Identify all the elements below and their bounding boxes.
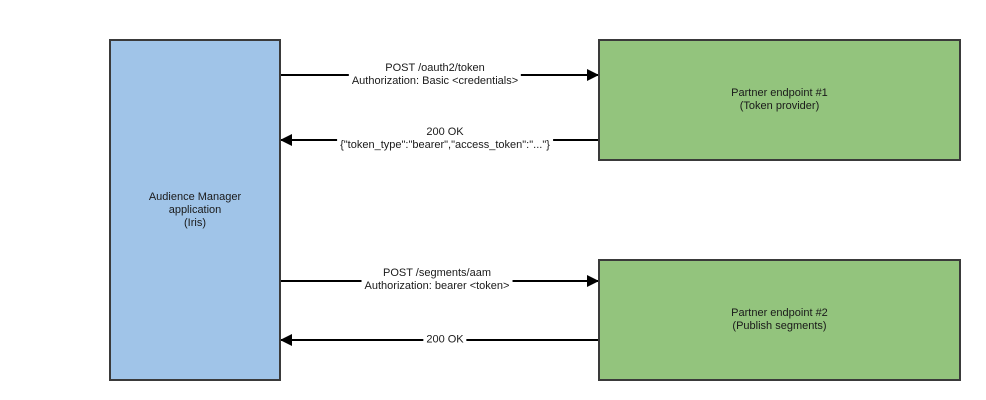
partner-endpoint-1-box: Partner endpoint #1 (Token provider) — [598, 39, 961, 161]
audience-manager-codename: (Iris) — [184, 216, 206, 229]
partner-endpoint-2-title: Partner endpoint #2 — [731, 307, 828, 319]
segments-response-label: 200 OK — [423, 333, 467, 347]
partner-endpoint-1-title: Partner endpoint #1 — [731, 87, 828, 99]
segments-request-auth: Authorization: bearer <token> — [364, 280, 510, 292]
token-response-label: 200 OK {"token_type":"bearer","access_to… — [337, 126, 553, 152]
audience-manager-title: Audience Manager — [148, 190, 242, 203]
token-response-status: 200 OK — [426, 126, 464, 138]
partner-endpoint-2-box: Partner endpoint #2 (Publish segments) — [598, 259, 961, 381]
token-response-body: {"token_type":"bearer","access_token":".… — [340, 139, 550, 151]
segments-response-status: 200 OK — [426, 333, 464, 346]
partner-endpoint-1-role: (Token provider) — [739, 100, 820, 112]
token-request-auth: Authorization: Basic <credentials> — [351, 75, 519, 87]
audience-manager-subtitle: application — [168, 203, 222, 216]
segments-request-method: POST /segments/aam — [382, 267, 491, 279]
token-request-method: POST /oauth2/token — [385, 62, 485, 74]
token-request-label: POST /oauth2/token Authorization: Basic … — [348, 62, 522, 88]
partner-endpoint-2-role: (Publish segments) — [732, 320, 827, 332]
audience-manager-box: Audience Manager application (Iris) — [109, 39, 281, 381]
segments-request-label: POST /segments/aam Authorization: bearer… — [361, 267, 513, 293]
